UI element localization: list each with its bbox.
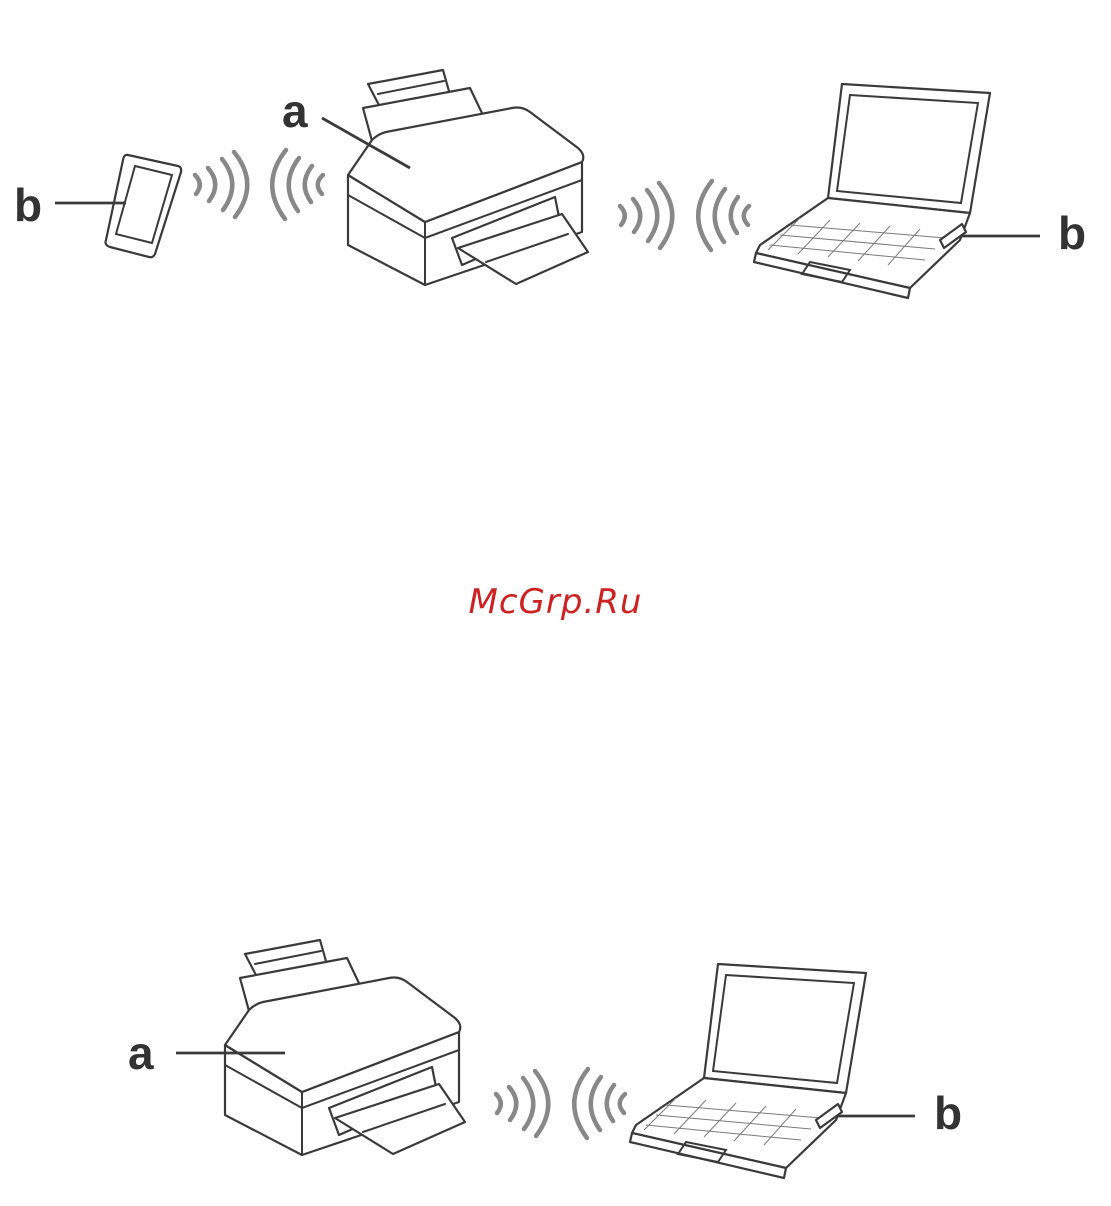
callout-a-printer-bottom: a bbox=[128, 1030, 154, 1076]
laptop-icon bbox=[754, 84, 990, 298]
callout-b-laptop-bottom: b bbox=[934, 1090, 962, 1136]
wireless-signal-icon bbox=[620, 183, 672, 248]
wireless-signal-icon bbox=[195, 152, 247, 217]
callout-b-laptop-top: b bbox=[1058, 210, 1086, 256]
smartphone-icon bbox=[106, 155, 182, 257]
wireless-signal-icon bbox=[272, 150, 323, 219]
watermark: McGrp.Ru bbox=[0, 582, 1111, 622]
callout-a-printer-top: a bbox=[282, 88, 308, 134]
printer-icon bbox=[348, 70, 588, 285]
wireless-signal-icon bbox=[698, 181, 749, 250]
callout-b-smartphone-top: b bbox=[14, 182, 42, 228]
laptop-icon bbox=[630, 964, 866, 1178]
printer-icon bbox=[225, 940, 465, 1155]
wireless-signal-icon bbox=[496, 1069, 625, 1138]
